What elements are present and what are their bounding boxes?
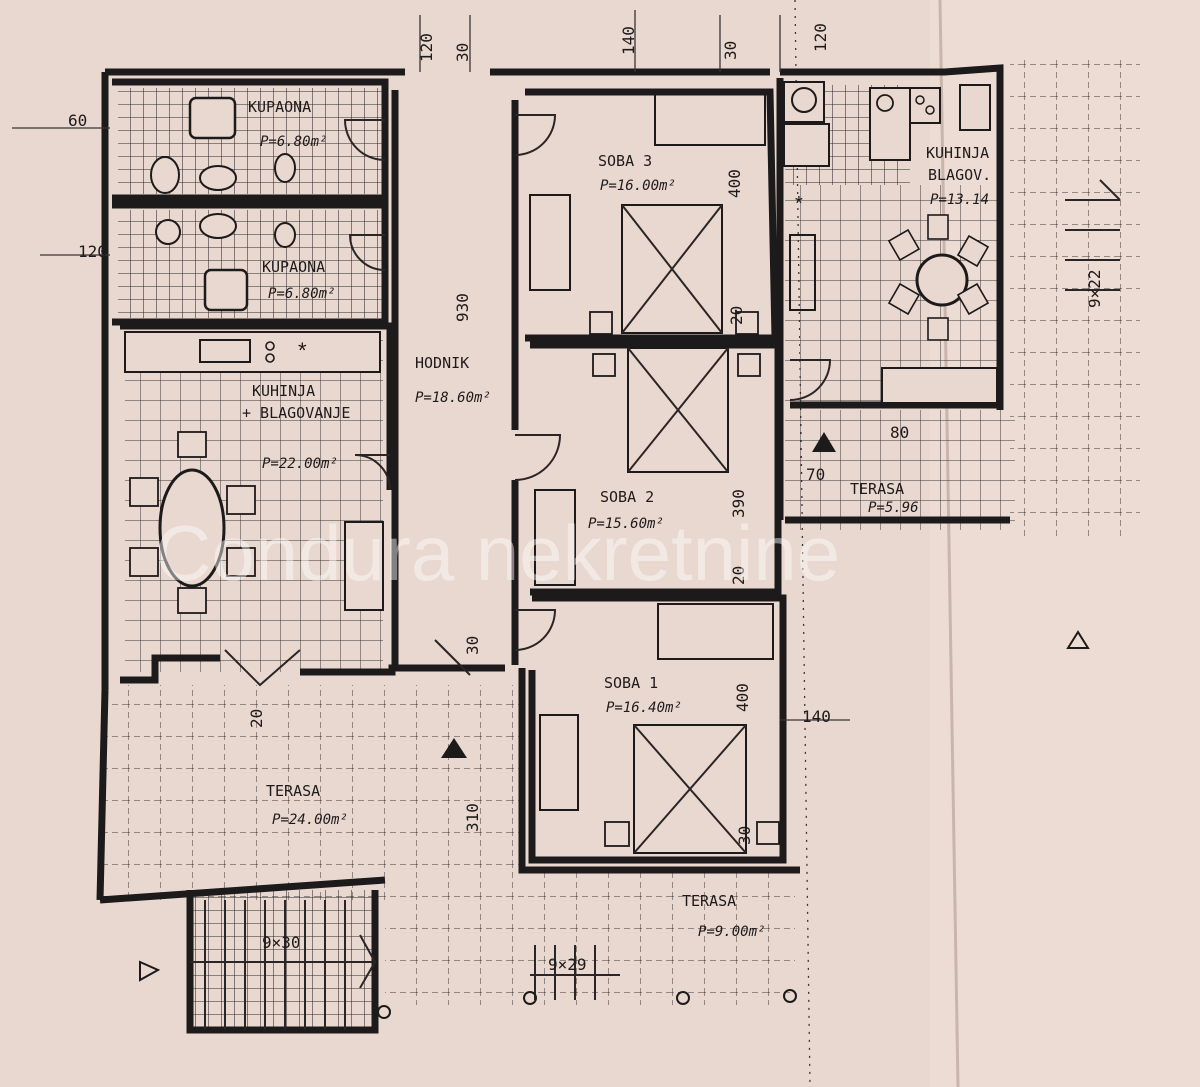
dim-top-120-left: 120: [417, 33, 436, 62]
bathroom-1-name: KUPAONA: [248, 98, 311, 116]
dim-soba1-400: 400: [733, 683, 752, 712]
bathroom-2-area: P=6.80m²: [268, 286, 335, 302]
kitchen-name-line2: + BLAGOVANJE: [242, 404, 350, 422]
room-labels: KUPAONA P=6.80m² KUPAONA P=6.80m² KUHINJ…: [242, 98, 991, 940]
room-3-area: P=16.00m²: [600, 178, 676, 194]
dim-wall-20-b: 20: [729, 566, 748, 585]
dim-stairs-main: 9×30: [262, 933, 301, 952]
room-2-name: SOBA 2: [600, 488, 654, 506]
kitchen-fixtures: *: [124, 331, 384, 614]
dim-hall-930: 930: [453, 293, 472, 322]
kitchen-2-name-line2: BLAGOV.: [928, 166, 991, 184]
dim-soba2-390: 390: [729, 489, 748, 518]
terrace-large-area: P=24.00m²: [272, 812, 348, 828]
dim-soba3-400: 400: [725, 169, 744, 198]
watermark: Condura nekretnine: [155, 509, 840, 597]
terrace-bottom-area: P=9.00m²: [698, 924, 765, 940]
dim-left-120: 120: [78, 242, 107, 261]
dim-stairs-bottom: 9×29: [548, 955, 587, 974]
dim-top-140: 140: [619, 26, 638, 55]
walls: [96, 64, 1010, 1034]
room-2-area: P=15.60m²: [588, 516, 664, 532]
hallway-area: P=18.60m²: [415, 390, 491, 406]
room-1-area: P=16.40m²: [606, 700, 682, 716]
kitchen-area: P=22.00m²: [262, 456, 338, 472]
kitchen-name-line1: KUHINJA: [252, 382, 315, 400]
bedroom-furniture: [529, 89, 780, 854]
dim-wall-20-a: 20: [727, 306, 746, 325]
dim-left-60: 60: [68, 111, 87, 130]
dim-small-70: 70: [806, 465, 825, 484]
dim-top-30-right: 30: [721, 41, 740, 60]
terrace-large-name: TERASA: [266, 782, 320, 800]
bathroom-1-area: P=6.80m²: [260, 134, 327, 150]
kitchen-2-name-line1: KUHINJA: [926, 144, 989, 162]
second-kitchen-fixtures: *: [783, 81, 998, 404]
dim-top-30-left: 30: [453, 43, 472, 62]
terrace-small-area: P=5.96: [868, 500, 919, 516]
dim-hall-30: 30: [463, 636, 482, 655]
dim-wall-30-c: 30: [735, 826, 754, 845]
dim-right-140: 140: [802, 707, 831, 726]
svg-text:*: *: [795, 193, 803, 215]
terrace-bottom-name: TERASA: [682, 892, 736, 910]
room-1-name: SOBA 1: [604, 674, 658, 692]
terrace-small-name: TERASA: [850, 480, 904, 498]
dim-wall-20-terrace: 20: [247, 709, 266, 728]
dim-top-120-right: 120: [811, 23, 830, 52]
dim-terrace-310: 310: [463, 803, 482, 832]
dimension-lines: [12, 10, 850, 721]
svg-text:*: *: [298, 338, 307, 363]
hallway-name: HODNIK: [415, 354, 469, 372]
door-swings: [224, 114, 832, 687]
stairs: [139, 179, 1121, 1030]
bathroom-2-name: KUPAONA: [262, 258, 325, 276]
dim-small-80: 80: [890, 423, 909, 442]
dim-stairs-right: 9×22: [1085, 269, 1104, 308]
bathroom-fixtures: [150, 96, 296, 312]
dimension-labels: 120 30 140 30 120 60 120 930 400 390 400…: [68, 23, 1104, 974]
kitchen-2-area: P=13.14: [930, 192, 989, 208]
room-3-name: SOBA 3: [598, 152, 652, 170]
